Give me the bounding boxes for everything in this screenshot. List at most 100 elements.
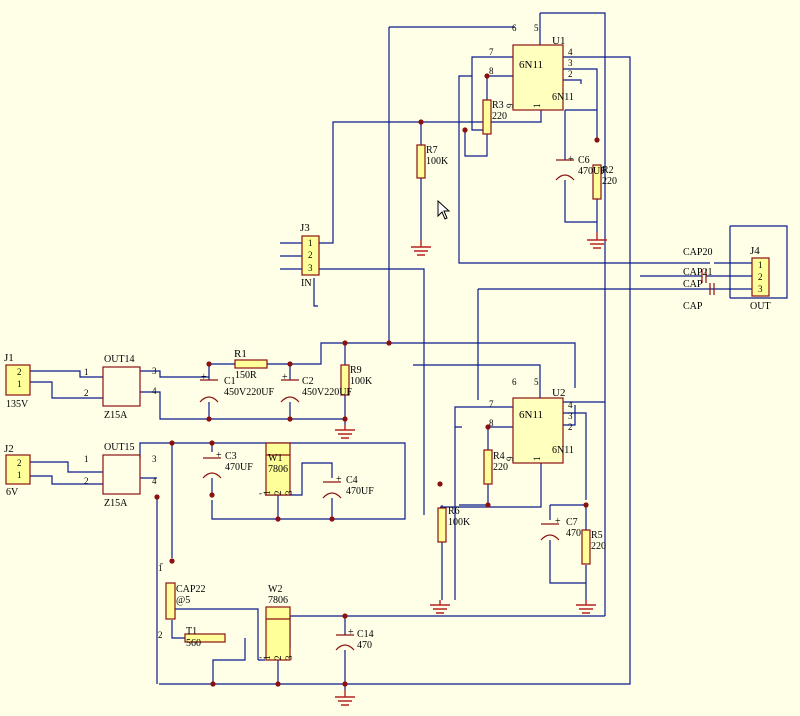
u2-value: 6N11	[519, 409, 543, 421]
out14-pin3: 3	[152, 366, 157, 376]
u1-pin2: 2	[568, 69, 573, 79]
u2-pin7: 7	[489, 399, 494, 409]
c7-value: 470	[566, 528, 581, 539]
out14-pin4: 4	[152, 386, 157, 396]
r2-ref: R2	[602, 165, 614, 176]
resistor-r6[interactable]: R6 100K	[437, 506, 471, 543]
u2-pin3: 3	[568, 411, 573, 421]
j4-pin2: 2	[758, 272, 763, 282]
resistor-r1[interactable]: R1 150R	[234, 348, 268, 381]
u2-k-wire	[440, 461, 542, 508]
j1-pin1: 1	[17, 379, 22, 389]
regulator-w2[interactable]: W2 7806 1 2 3	[262, 584, 294, 661]
j2-value: 6V	[6, 487, 19, 498]
wires	[30, 12, 788, 690]
j1-pin2: 2	[17, 367, 22, 377]
resistor-r4[interactable]: R4 220	[483, 449, 508, 485]
w1-pin1: 1	[262, 491, 272, 496]
r2-value: 220	[602, 176, 617, 187]
j3-pin3: 3	[308, 263, 313, 273]
j2-pin1: 1	[17, 470, 22, 480]
capacitor-cap[interactable]: CAP CAP	[683, 279, 715, 312]
u1-b-rail-wire	[388, 12, 606, 616]
out14-wires	[140, 370, 345, 420]
u1-pin6: 6	[512, 23, 517, 33]
out14-ref: OUT14	[104, 354, 135, 365]
out15-value: Z15A	[104, 498, 128, 509]
cap-to-j4-wires	[640, 262, 752, 290]
out15-wires	[139, 442, 406, 520]
u2-pin2: 2	[568, 422, 573, 432]
resistor-r5[interactable]: R5 220	[581, 529, 606, 565]
junctions	[154, 73, 600, 687]
ground-symbol-r9	[335, 425, 355, 439]
capacitor-c6[interactable]: + C6 470UF	[555, 154, 606, 181]
out15-pin3: 3	[152, 454, 157, 464]
j3-pin2-wire	[313, 278, 318, 307]
resistor-r7[interactable]: R7 100K	[416, 144, 449, 179]
connector-j4[interactable]: J4 OUT 1 2 3	[750, 245, 771, 312]
c14-plus: +	[348, 627, 354, 638]
rectifier-out14[interactable]: OUT14 Z15A 1 2 3 4	[84, 354, 157, 421]
j4-value: OUT	[750, 301, 771, 312]
grounds	[335, 232, 607, 706]
j3-pin1-wire	[318, 110, 542, 244]
tube-u1[interactable]: 6N11 U1 6N11 6 5 4 3 2 7 8 9 1	[489, 23, 574, 111]
j2-wires	[30, 461, 103, 485]
out15-pin2: 2	[84, 476, 89, 486]
capacitor-c2[interactable]: + C2 450V220UF	[280, 372, 352, 403]
u1-pin5: 5	[534, 23, 539, 33]
w2-minus: -	[259, 652, 262, 662]
c1-plus: +	[201, 372, 207, 383]
c6-wire	[564, 109, 597, 223]
capacitor-c3[interactable]: + C3 470UF	[202, 450, 253, 479]
c2-value: 450V220UF	[302, 387, 352, 398]
cap20-ref: CAP20	[683, 247, 712, 258]
out15-pin4: 4	[152, 476, 157, 486]
connector-j3[interactable]: J3 IN 1 2 3	[300, 222, 320, 289]
capacitor-c1[interactable]: + C1 450V220UF	[199, 372, 274, 403]
resistor-t1[interactable]: T1 560	[184, 626, 226, 649]
r7-ref: R7	[426, 145, 438, 156]
capacitor-c14[interactable]: + C14 470	[335, 627, 374, 651]
u1-value: 6N11	[519, 59, 543, 71]
regulator-w1[interactable]: W1 7806 1 2 3	[262, 442, 294, 496]
r3-wire	[464, 76, 488, 157]
pot-cap22[interactable]: CAP22 @5 1 2	[158, 563, 205, 640]
c6-value: 470UF	[578, 166, 606, 177]
c3-plus: +	[216, 450, 222, 461]
c7-wires	[549, 504, 586, 584]
resistor-r3[interactable]: R3 220	[482, 99, 507, 135]
resistor-r9[interactable]: R9 100K	[340, 364, 373, 396]
u2-pin4: 4	[568, 400, 573, 410]
connector-j1[interactable]: J1 135V 2 1	[4, 352, 31, 410]
c6-ref: C6	[578, 155, 590, 166]
w1-pin3: 3	[284, 490, 294, 495]
capacitor-cap20[interactable]: CAP20 CAP21	[683, 247, 712, 283]
j3-ref: J3	[300, 222, 310, 234]
u2-pin1: 1	[532, 457, 542, 462]
u1-pin3-wire	[563, 68, 598, 232]
c7-ref: C7	[566, 517, 578, 528]
r6-value: 100K	[448, 517, 471, 528]
w2-value: 7806	[268, 595, 288, 606]
neg-rail-wires	[156, 443, 185, 684]
rectifier-out15[interactable]: OUT15 Z15A 1 2 3 4	[84, 442, 157, 509]
j1-wires	[30, 370, 103, 399]
c14-ref: C14	[357, 629, 374, 640]
u1-pin9: 9	[505, 103, 515, 108]
capacitor-c4[interactable]: + C4 470UF	[322, 474, 374, 499]
capacitor-c7[interactable]: + C7 470	[540, 516, 581, 541]
u2-pin5: 5	[534, 377, 539, 387]
c2-ref: C2	[302, 376, 314, 387]
r3-value: 220	[492, 111, 507, 122]
c1-c2-wires	[208, 364, 291, 419]
w1-value: 7806	[268, 464, 288, 475]
tube-u2[interactable]: 6N11 U2 6N11 6 5 4 3 2 7 8 9 1	[489, 377, 574, 464]
resistor-r2[interactable]: R2 220	[592, 164, 617, 200]
c3-value: 470UF	[225, 462, 253, 473]
c2-plus: +	[282, 372, 288, 383]
connector-j2[interactable]: J2 6V 2 1	[4, 443, 31, 498]
j3-pin3-wire	[318, 268, 425, 515]
